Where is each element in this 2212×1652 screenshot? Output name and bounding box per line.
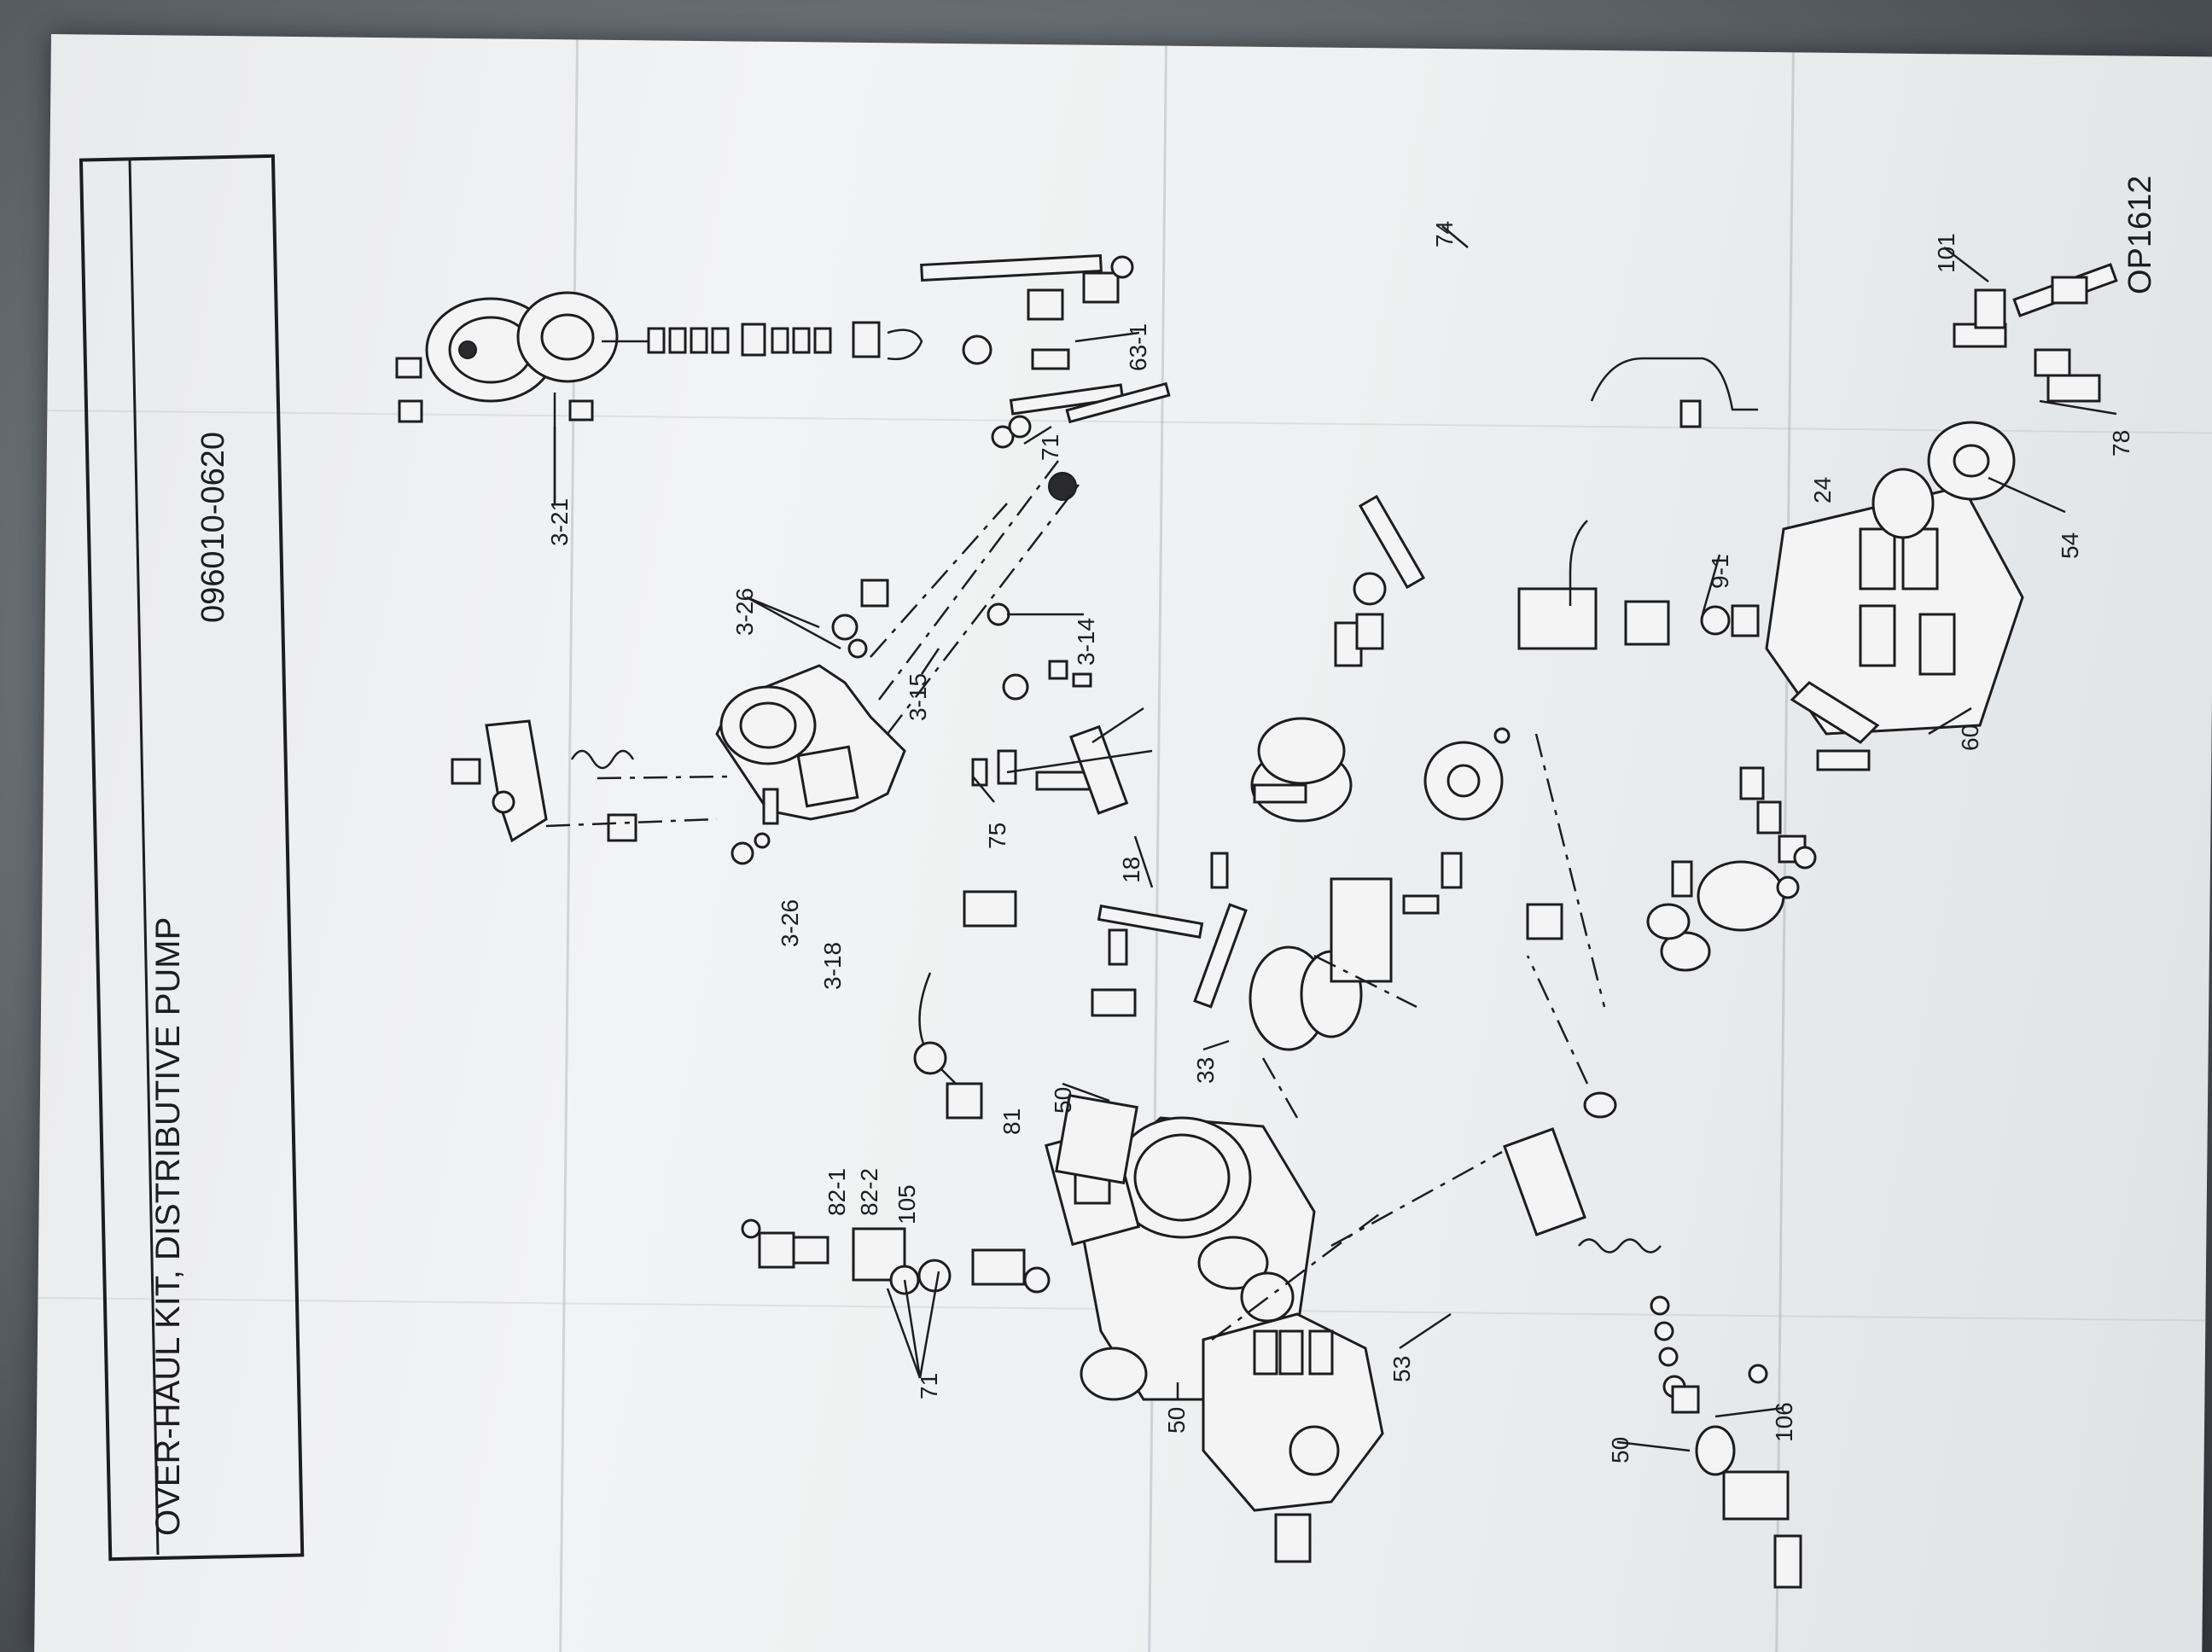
- callout-label: 54: [2057, 532, 2083, 559]
- callout-labels: 3-21 3-26 3-26 3-14 3-15 3-18 75 18 71 6…: [546, 221, 2134, 1463]
- callout-label: 24: [1809, 477, 1836, 503]
- alignment-lines: [545, 460, 1606, 1341]
- fuel-cut-assembly: [741, 890, 1138, 1295]
- callout-label: 18: [1118, 857, 1144, 883]
- solenoid-wire: [1517, 357, 1760, 650]
- part-number-text: 096010-0620: [195, 432, 231, 623]
- title-box: OVER-HAUL KIT, DISTRIBUTIVE PUMP 096010-…: [79, 154, 305, 1562]
- callout-label: 82-1: [824, 1168, 850, 1216]
- callout-label: 50: [1607, 1437, 1633, 1463]
- pressure-valve: [1503, 1091, 1802, 1589]
- callout-label: 78: [2108, 430, 2134, 457]
- callout-label: 60: [1957, 724, 1983, 751]
- center-shaft: [971, 602, 1153, 815]
- callout-label: 3-21: [546, 498, 573, 546]
- callout-label: 82-2: [856, 1168, 882, 1216]
- callout-label: 75: [984, 823, 1010, 849]
- callout-label: 71: [1037, 434, 1063, 461]
- callout-label: 3-26: [777, 899, 803, 947]
- figure-code: OP1612: [2122, 176, 2158, 294]
- callout-label: 3-14: [1073, 618, 1099, 666]
- leader-lines: [553, 225, 2117, 1452]
- callout-label: 53: [1388, 1356, 1415, 1382]
- cam-roller-assembly: [1210, 727, 1563, 1051]
- title-text: OVER-HAUL KIT, DISTRIBUTIVE PUMP: [149, 917, 187, 1536]
- callout-label: 63-1: [1125, 323, 1151, 371]
- callout-label: 3-18: [819, 942, 846, 990]
- callout-label: 105: [894, 1184, 920, 1224]
- hydraulic-head: [1765, 263, 2118, 744]
- base-plate: [1080, 1312, 1384, 1563]
- callout-label: 50: [1050, 1087, 1076, 1114]
- callout-label: 33: [1192, 1057, 1219, 1084]
- callout-label: 101: [1933, 233, 1959, 273]
- callout-label: 3-15: [905, 673, 931, 721]
- diaphragm-assembly: [395, 291, 923, 503]
- callout-label: 3-26: [731, 588, 758, 636]
- callout-label: 81: [998, 1108, 1025, 1135]
- plunger-washers: [1646, 749, 1871, 972]
- callout-label: 50: [1163, 1407, 1190, 1434]
- lever-spring: [451, 719, 779, 865]
- callout-label: 74: [1431, 221, 1458, 247]
- governor-housing: [715, 579, 906, 821]
- top-bolts: [920, 253, 1171, 501]
